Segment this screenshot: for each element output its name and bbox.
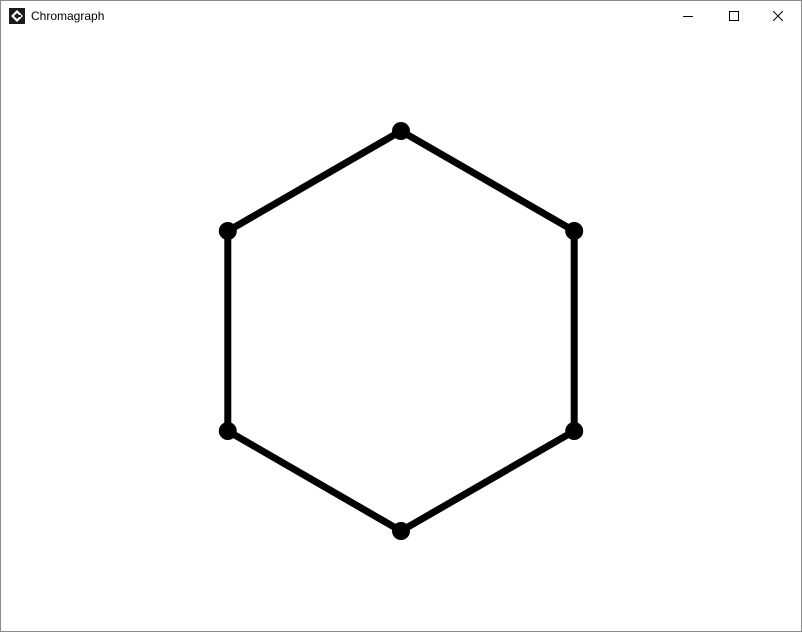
graph-vertex[interactable] <box>565 222 584 240</box>
close-button[interactable] <box>755 1 801 31</box>
graph-vertex[interactable] <box>392 522 410 540</box>
graph-vertex[interactable] <box>218 222 237 240</box>
maximize-button[interactable] <box>711 1 757 31</box>
vertices-layer <box>218 122 584 540</box>
graph-edge[interactable] <box>397 127 578 235</box>
edges-layer <box>224 127 578 535</box>
minimize-icon <box>683 11 693 21</box>
maximize-icon <box>729 11 739 21</box>
chromagraph-logo-icon <box>9 8 25 24</box>
graph-vertex[interactable] <box>565 422 584 440</box>
window-title: Chromagraph <box>31 9 105 23</box>
title-bar[interactable]: Chromagraph <box>1 1 801 31</box>
graph-edge[interactable] <box>224 427 405 535</box>
graph-vertex[interactable] <box>218 422 237 440</box>
graph-vertex[interactable] <box>392 122 410 140</box>
close-icon <box>773 11 783 21</box>
graph-edge[interactable] <box>224 127 405 235</box>
graph-canvas[interactable] <box>1 31 801 631</box>
minimize-button[interactable] <box>665 1 711 31</box>
graph-edge[interactable] <box>397 427 578 535</box>
